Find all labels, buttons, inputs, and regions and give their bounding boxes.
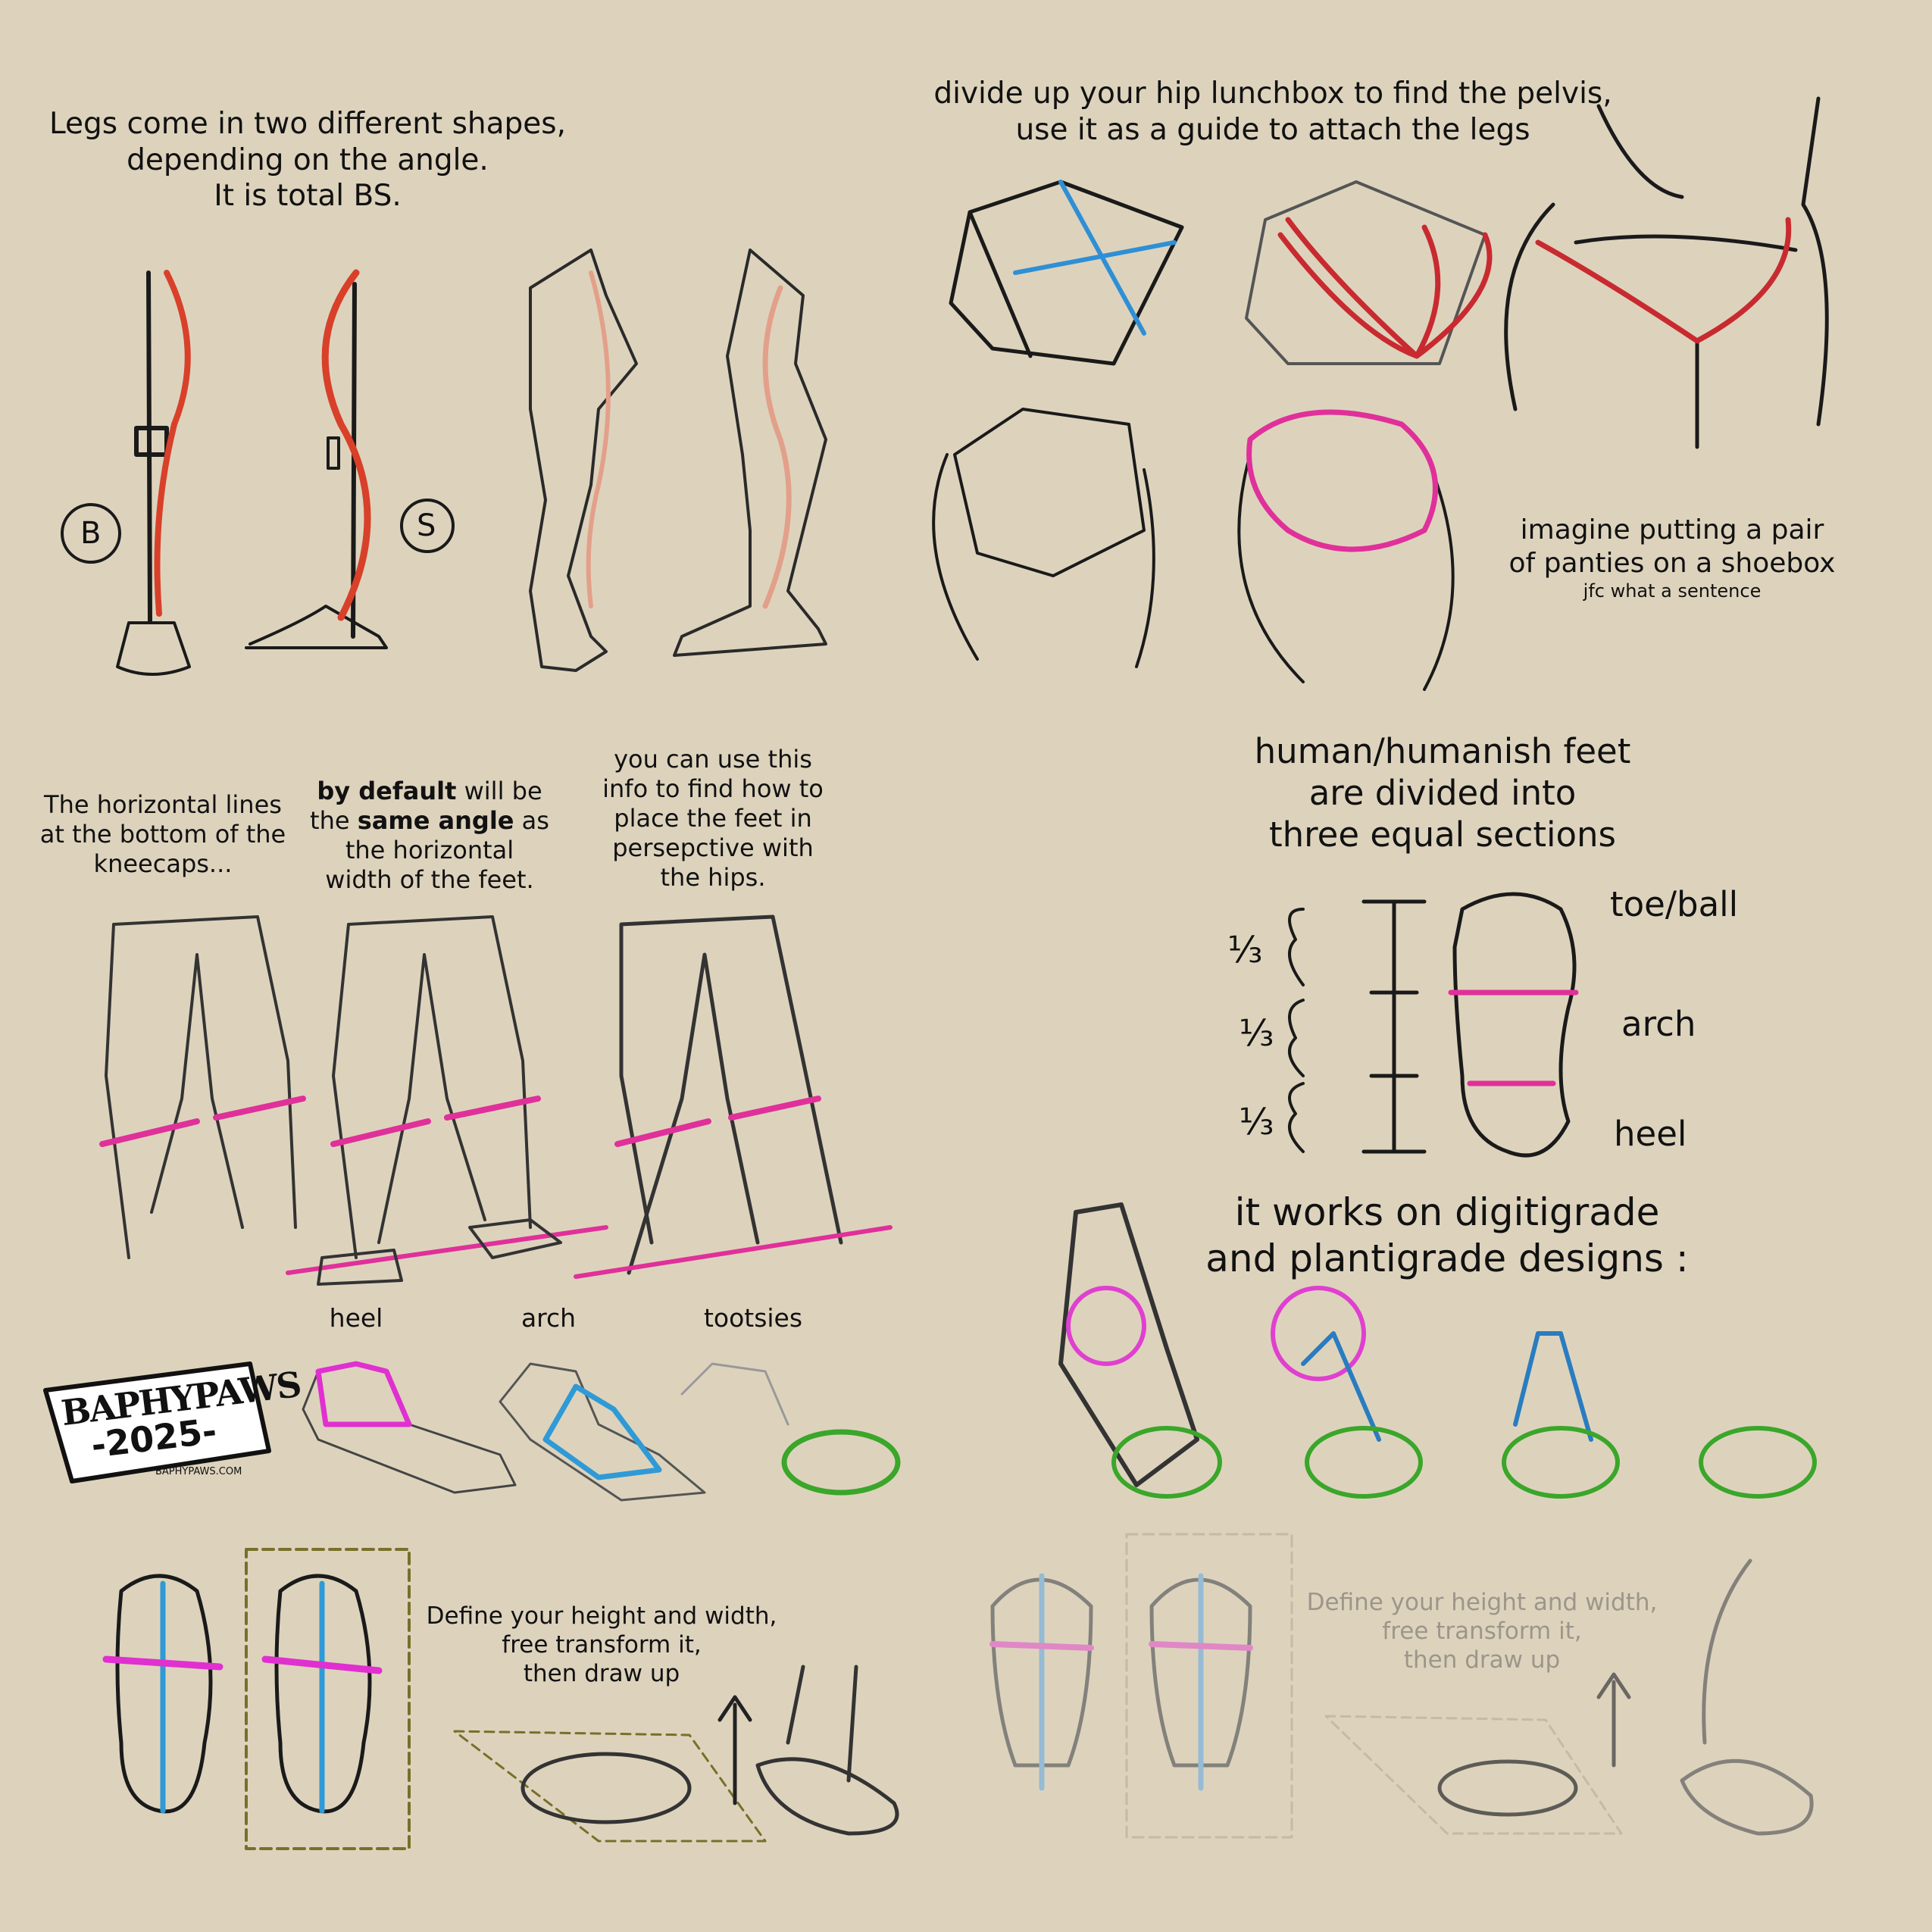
- transform-feet: [102, 1548, 899, 1850]
- foot-part-label-heel: heel: [329, 1303, 383, 1333]
- foot-part-tootsies: [680, 1362, 901, 1496]
- kneecaps-text-1: The horizontal lines at the bottom of th…: [40, 790, 286, 879]
- hip-sketch-3: [1504, 96, 1829, 449]
- transform-line: free transform it,: [502, 1630, 702, 1658]
- kneecaps-text-2: by default will be the same angle as the…: [310, 777, 549, 895]
- hips-aside: jfc what a sentence: [1583, 580, 1762, 602]
- feet-title: human/humanish feet are divided into thr…: [1255, 731, 1631, 856]
- leg-pole-s: [245, 269, 455, 649]
- hip-box-2: [1245, 180, 1493, 365]
- kneecaps-line: the hips.: [660, 863, 766, 893]
- label-s: S: [417, 508, 436, 543]
- kneecaps-text-3: you can use this info to find how to pla…: [602, 745, 824, 893]
- legs-pair-1: [99, 915, 306, 1259]
- hip-box-1: [949, 180, 1184, 366]
- designs-line: and plantigrade designs :: [1205, 1236, 1689, 1280]
- kneecaps-line: the same angle as: [310, 806, 549, 836]
- kneecaps-line: by default will be: [310, 777, 549, 806]
- label-b: B: [80, 516, 102, 551]
- baphypaws-logo-badge: [43, 1361, 271, 1483]
- leg-sketch-side: [673, 249, 827, 657]
- transform-feet-faded: [989, 1533, 1814, 1839]
- kneecaps-line: you can use this: [614, 745, 812, 774]
- section-label-arch: arch: [1621, 1004, 1696, 1044]
- hips-note-line: of panties on a shoebox: [1508, 547, 1836, 579]
- foot-sections-diagram: [1288, 892, 1579, 1158]
- legs-intro-text: Legs come in two different shapes, depen…: [49, 106, 566, 214]
- bold-phrase: by default: [317, 777, 457, 805]
- foot-part-label-arch: arch: [521, 1303, 577, 1333]
- logo-url: BAPHYPAWS.COM: [155, 1466, 242, 1477]
- transform-text: Define your height and width, free trans…: [427, 1602, 777, 1688]
- kneecaps-line: persepctive with: [612, 833, 814, 863]
- leg-pole-b: [61, 270, 191, 676]
- foot-part-heel: [302, 1361, 517, 1494]
- legs-intro-line: It is total BS.: [214, 179, 402, 214]
- transform-line: Define your height and width,: [426, 1602, 777, 1630]
- hips-note: imagine putting a pair of panties on a s…: [1509, 514, 1836, 602]
- hips-title-line: use it as a guide to attach the legs: [1015, 112, 1530, 147]
- text-fragment: will be: [456, 777, 542, 805]
- bold-phrase: same angle: [357, 806, 514, 836]
- kneecaps-line: place the feet in: [614, 804, 812, 833]
- kneecaps-line: kneecaps...: [93, 849, 233, 879]
- feet-title-line: three equal sections: [1268, 814, 1617, 855]
- feet-title-line: are divided into: [1308, 772, 1577, 813]
- kneecaps-line: The horizontal lines: [44, 790, 282, 819]
- transform-text-faded: Define your height and width, free trans…: [1307, 1589, 1658, 1674]
- transform-line: then draw up: [523, 1659, 680, 1687]
- kneecaps-line: info to find how to: [602, 774, 824, 804]
- transform-line: then draw up: [1403, 1646, 1561, 1674]
- hips-title: divide up your hip lunchbox to find the …: [933, 76, 1612, 148]
- text-fragment: the: [310, 806, 358, 836]
- text-fragment: as: [514, 806, 549, 836]
- foot-part-label-tootsies: tootsies: [703, 1303, 803, 1333]
- fraction-label: ⅓: [1239, 1101, 1274, 1143]
- hips-title-line: divide up your hip lunchbox to find the …: [933, 77, 1612, 111]
- kneecaps-line: width of the feet.: [325, 865, 534, 895]
- hip-sketch-5: [1237, 409, 1455, 691]
- hips-note-line: imagine putting a pair: [1520, 514, 1824, 546]
- designs-line: it works on digitigrade: [1234, 1190, 1660, 1234]
- hip-sketch-4: [932, 408, 1155, 668]
- fraction-label: ⅓: [1239, 1012, 1274, 1055]
- digitigrade-feet: [1058, 1202, 1817, 1499]
- section-label-toe: toe/ball: [1610, 884, 1739, 924]
- transform-line: free transform it,: [1382, 1617, 1582, 1645]
- foot-part-arch: [499, 1362, 706, 1502]
- fraction-label: ⅓: [1227, 929, 1263, 971]
- transform-line: Define your height and width,: [1306, 1589, 1658, 1616]
- kneecaps-line: the horizontal: [345, 836, 514, 865]
- kneecaps-line: at the bottom of the: [39, 820, 286, 849]
- legs-intro-line: depending on the angle.: [127, 142, 489, 177]
- section-label-heel: heel: [1614, 1114, 1687, 1154]
- leg-sketch-front: [529, 249, 638, 672]
- feet-title-line: human/humanish feet: [1254, 731, 1631, 771]
- legs-intro-line: Legs come in two different shapes,: [48, 107, 567, 141]
- legs-pair-2: [286, 915, 608, 1286]
- legs-pair-3: [574, 914, 893, 1279]
- designs-text: it works on digitigrade and plantigrade …: [1205, 1190, 1688, 1282]
